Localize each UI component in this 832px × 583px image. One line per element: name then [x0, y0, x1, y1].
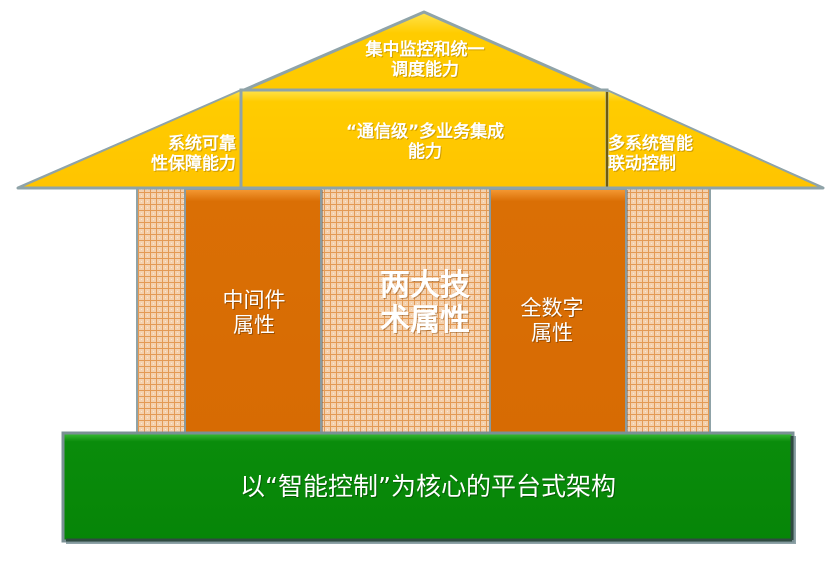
- pillar-left-line-2: 属性: [233, 312, 275, 337]
- pillar-right-line-2: 属性: [531, 320, 573, 345]
- roof-top-label: 集中监控和统一 调度能力: [330, 40, 520, 80]
- pillar-right-line-1: 全数字: [520, 296, 584, 320]
- roof-left-line-1: 系统可靠: [168, 134, 236, 154]
- roof-middle-line-2: 能力: [408, 142, 442, 163]
- roof-top-line-1: 集中监控和统一: [365, 40, 485, 60]
- roof-middle-block: [239, 88, 609, 190]
- base-platform: [61, 431, 796, 544]
- pillar-left-label: 中间件 属性: [186, 288, 322, 338]
- roof-middle-line-1: “通信级”多业务集成: [345, 122, 505, 142]
- roof-left-label: 系统可靠 性保障能力: [118, 134, 236, 174]
- center-line-1: 两大技: [380, 268, 470, 303]
- center-line-2: 术属性: [380, 303, 470, 339]
- roof-middle-label: “通信级”多业务集成 能力: [300, 122, 550, 162]
- pillar-right-label: 全数字 属性: [484, 296, 620, 346]
- center-label: 两大技 术属性: [350, 268, 500, 339]
- roof-right-line-1: 多系统智能: [608, 134, 693, 154]
- roof-top-line-2: 调度能力: [391, 60, 459, 81]
- roof-left-line-2: 性保障能力: [151, 154, 236, 175]
- roof-right-label: 多系统智能 联动控制: [608, 134, 728, 174]
- roof-right-line-2: 联动控制: [608, 154, 676, 175]
- base-label: 以“智能控制”为核心的平台式架构: [240, 472, 616, 501]
- pillar-left-line-1: 中间件: [222, 288, 286, 312]
- pillar-right: [489, 188, 628, 435]
